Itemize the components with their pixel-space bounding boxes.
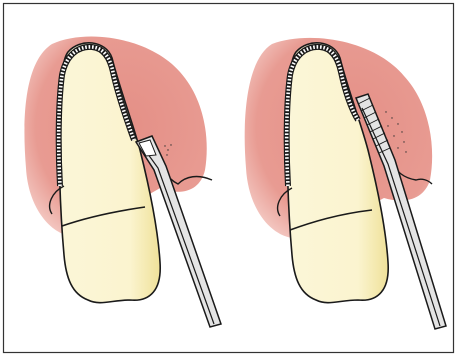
periodontal-probing-illustration [0,0,457,356]
figure-frame [0,0,457,356]
